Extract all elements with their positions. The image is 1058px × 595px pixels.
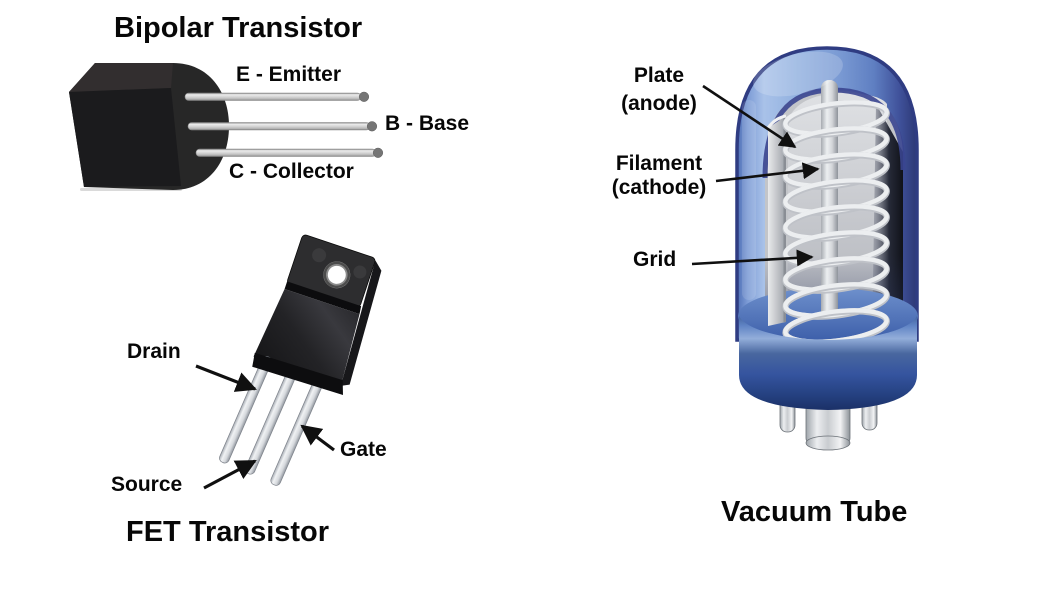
base-label: B - Base (385, 112, 470, 135)
annotation-arrows (195, 84, 820, 490)
mounting-hole (323, 261, 351, 289)
drain-arrow (195, 364, 257, 392)
fet-body-front-face (253, 289, 360, 384)
source-arrow (203, 459, 257, 490)
fet-side-facet (340, 260, 382, 386)
fet-leads (219, 356, 324, 486)
filament-arrow (715, 162, 820, 183)
drain-label: Drain (127, 340, 181, 363)
source-label: Source (111, 473, 183, 496)
fet-title: FET Transistor (126, 516, 330, 548)
plate-label: Plate (anode) (594, 62, 724, 118)
fet-bottom-rim (252, 352, 343, 396)
base-body (739, 316, 917, 410)
drain-lead (219, 356, 272, 464)
plate-cutaway (766, 114, 787, 326)
grid-arrow (691, 249, 814, 267)
collector-label: C - Collector (229, 160, 354, 183)
gate-label: Gate (340, 438, 387, 461)
plate-arrow (702, 84, 797, 149)
vacuum-tube-illustration (735, 46, 919, 451)
vacuum-tube-title: Vacuum Tube (721, 496, 908, 528)
bipolar-body-front-face (69, 88, 181, 187)
gate-arrow (300, 424, 335, 452)
fet-rivet-right (353, 265, 367, 279)
plate-label-line2: (anode) (621, 92, 697, 115)
bipolar-body-top-facet (69, 63, 173, 92)
collector-lead (195, 147, 384, 158)
pin-center-key (805, 399, 851, 451)
filament-label: Filament (cathode) (589, 152, 729, 200)
grid-helix (782, 100, 890, 346)
bipolar-title: Bipolar Transistor (114, 12, 363, 44)
glass-left-sheen (742, 100, 756, 300)
filament-label-line1: Filament (615, 152, 703, 175)
fet-transistor-illustration (219, 234, 382, 486)
emitter-lead (184, 91, 370, 102)
filament-label-line2: (cathode) (611, 176, 707, 199)
base-lead (187, 121, 378, 132)
grid-label: Grid (633, 248, 677, 271)
fet-groove (284, 281, 362, 315)
glass-highlight (753, 51, 843, 97)
plate-label-line1: Plate (633, 64, 685, 87)
bipolar-transistor-illustration (69, 63, 384, 191)
emitter-label: E - Emitter (236, 63, 342, 86)
filament-rod (821, 80, 838, 318)
fet-rivet-left (312, 248, 327, 263)
